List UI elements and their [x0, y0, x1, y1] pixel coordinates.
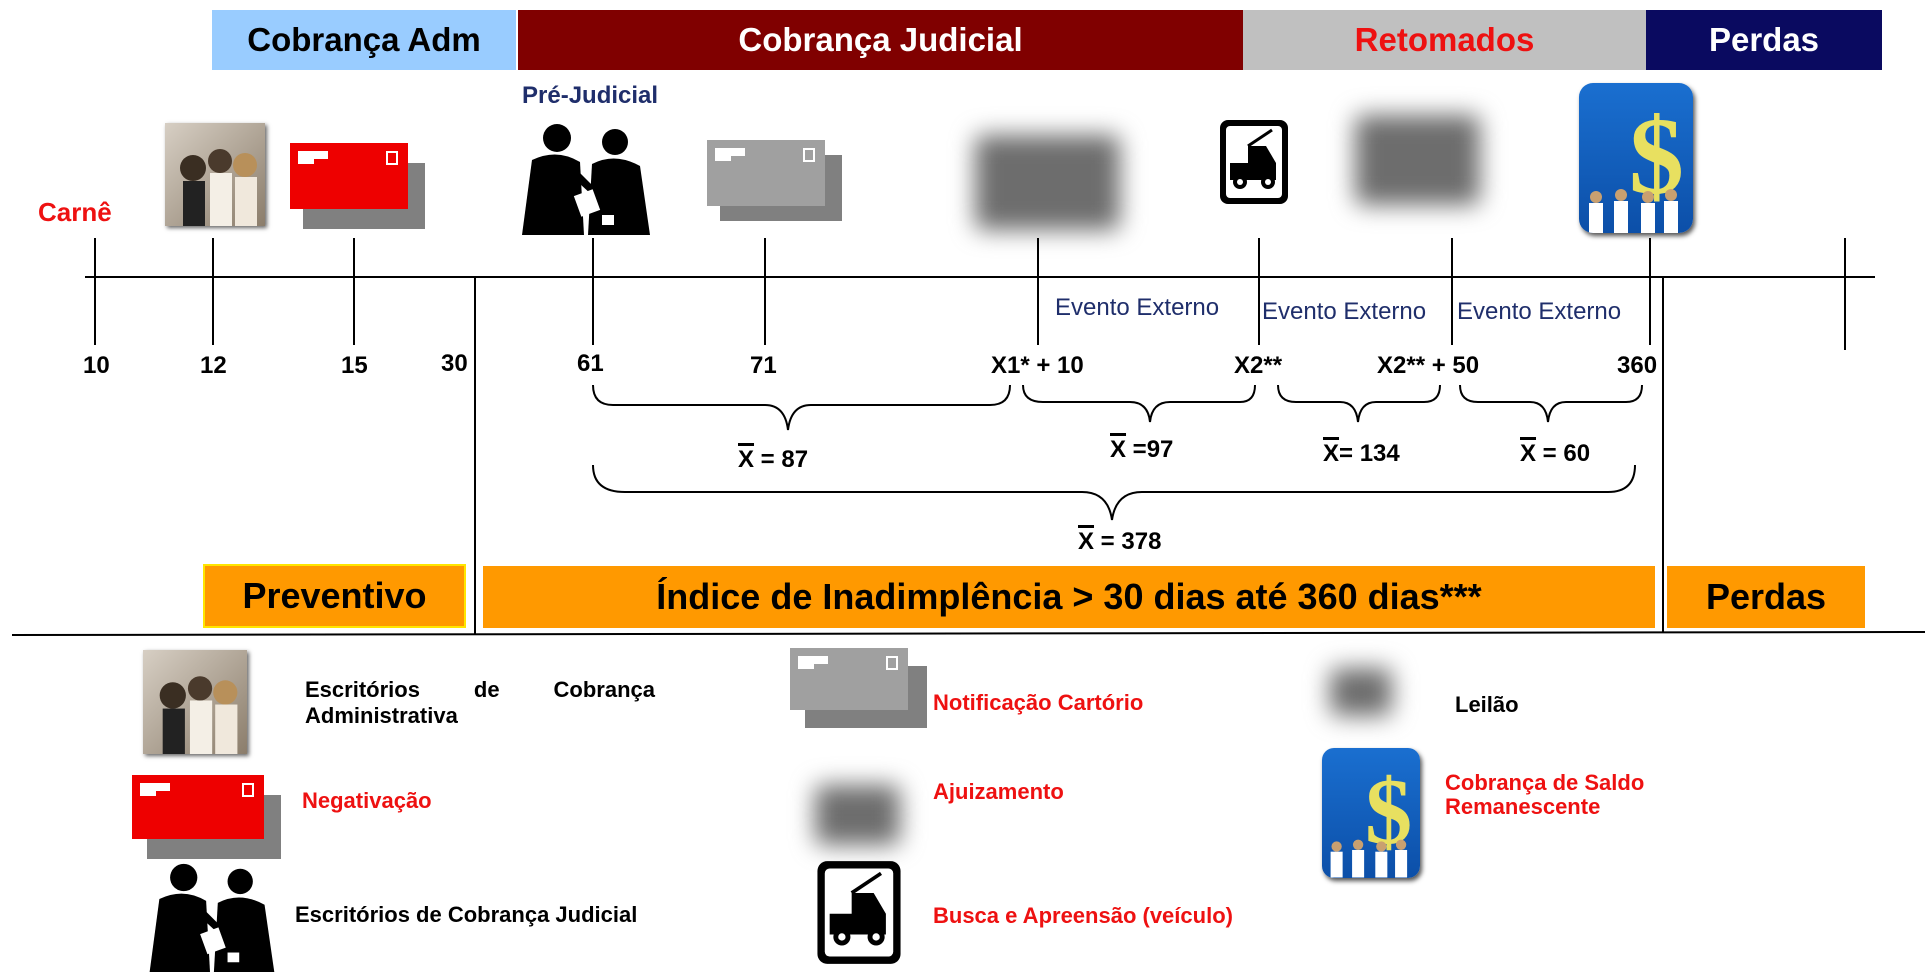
event-label-2: Evento Externo	[1262, 298, 1427, 325]
tick-label-360: 360	[1617, 352, 1658, 379]
phase-cobranca-judicial-label: Cobrança Judicial	[738, 21, 1023, 58]
mean-378: X = 378	[1078, 528, 1162, 555]
phase-cobranca-adm-label: Cobrança Adm	[247, 21, 481, 58]
tick-label-10: 10	[83, 352, 110, 379]
band-indice: Índice de Inadimplência > 30 dias até 36…	[483, 566, 1655, 628]
svg-text:$: $	[1365, 760, 1412, 864]
tick-label-12: 12	[200, 352, 227, 379]
band-preventivo: Preventivo	[203, 564, 466, 628]
dollar-people-icon: $	[1579, 83, 1693, 233]
tow-truck-icon	[1218, 118, 1290, 206]
tick-label-x2: X2**	[1234, 352, 1283, 379]
legend-busca: Busca e Apreensão (veículo)	[933, 903, 1233, 928]
tick-label-15: 15	[341, 352, 368, 379]
band-preventivo-label: Preventivo	[242, 575, 427, 616]
business-people-icon	[512, 120, 657, 235]
phase-retomados-label: Retomados	[1354, 21, 1535, 58]
phase-cobranca-judicial: Cobrança Judicial	[518, 10, 1243, 70]
phase-perdas-label: Perdas	[1708, 21, 1820, 58]
band-indice-label: Índice de Inadimplência > 30 dias até 36…	[656, 576, 1482, 617]
event-label-3: Evento Externo	[1457, 298, 1622, 325]
legend-call-center-icon	[143, 650, 247, 754]
legend-judicial-offices: Escritórios de Cobrança Judicial	[295, 902, 638, 927]
blurred-leilao-icon	[1355, 115, 1480, 205]
band-perdas-label: Perdas	[1705, 576, 1827, 617]
mean-134: X= 134	[1323, 440, 1400, 467]
call-center-icon	[165, 123, 265, 226]
legend-business-people-icon	[138, 860, 283, 972]
pre-judicial-label: Pré-Judicial	[522, 82, 659, 109]
tick-label-61: 61	[577, 350, 604, 377]
mean-87: X = 87	[738, 446, 809, 473]
legend-leilao: Leilão	[1455, 692, 1519, 717]
carne-label: Carnê	[38, 197, 112, 227]
tick-label-71: 71	[750, 352, 777, 379]
tick-label-x1: X1* + 10	[991, 352, 1084, 379]
legend-blurred-leilao-icon	[1330, 668, 1392, 716]
phase-perdas: Perdas	[1646, 10, 1882, 70]
legend-adm-offices: Escritórios de Cobrança Administrativa	[305, 677, 655, 728]
phase-cobranca-adm: Cobrança Adm	[212, 10, 516, 70]
legend-negativacao: Negativação	[302, 788, 432, 813]
legend-ajuizamento: Ajuizamento	[933, 779, 1064, 804]
legend-blurred-ajuizamento-icon	[815, 785, 900, 845]
legend-tow-truck-icon	[815, 855, 903, 970]
mean-97: X =97	[1110, 436, 1174, 463]
event-label-1: Evento Externo	[1055, 294, 1220, 321]
mean-60: X = 60	[1520, 440, 1591, 467]
legend-dollar-people-icon: $	[1322, 748, 1420, 878]
blurred-ajuizamento-icon	[975, 135, 1120, 230]
tick-label-30: 30	[441, 350, 468, 377]
phase-retomados: Retomados	[1243, 10, 1646, 70]
legend-saldo: Cobrança de Saldo Remanescente	[1445, 770, 1645, 819]
band-perdas: Perdas	[1667, 566, 1865, 628]
tick-label-x2-50: X2** + 50	[1377, 352, 1480, 379]
legend-notificacao: Notificação Cartório	[933, 690, 1144, 715]
